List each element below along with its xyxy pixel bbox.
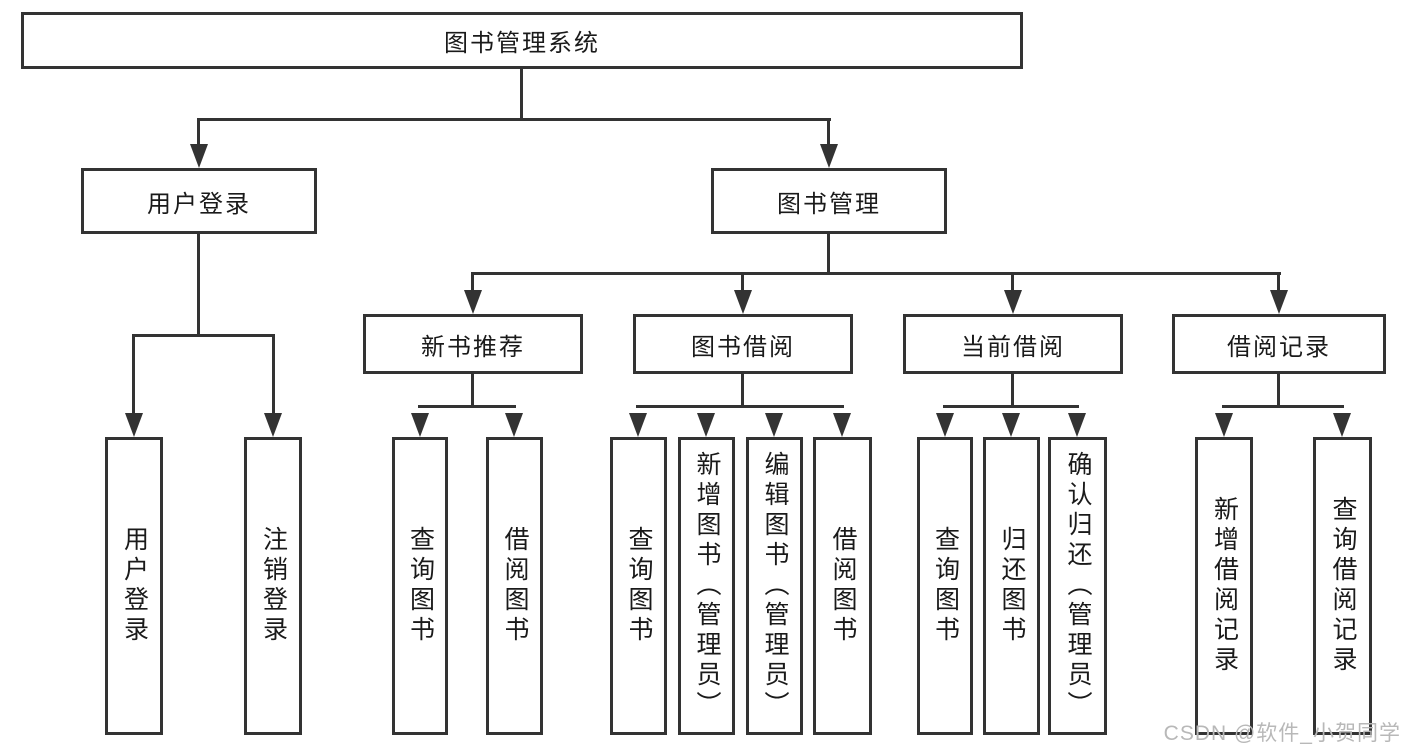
leaf-query-book-2: 查询图书 <box>610 437 667 735</box>
leaf-borrow-book-2: 借阅图书 <box>813 437 872 735</box>
leaf-query-borrow-record: 查询借阅记录 <box>1313 437 1372 735</box>
leaf-logout: 注销登录 <box>244 437 302 735</box>
node-root-label: 图书管理系统 <box>444 30 600 57</box>
node-new-book-recommend-label: 新书推荐 <box>421 333 525 361</box>
leaf-edit-book: 编辑图书（管理员） <box>746 437 803 735</box>
connector-line <box>741 272 744 296</box>
connector-line <box>741 374 744 408</box>
connector-line <box>197 118 200 150</box>
node-new-book-recommend: 新书推荐 <box>363 314 583 374</box>
connector-arrow <box>1270 290 1288 314</box>
leaf-user-login-label: 用户登录 <box>120 526 149 646</box>
node-book-management: 图书管理 <box>711 168 947 234</box>
connector-arrow <box>833 413 851 437</box>
connector-line <box>197 118 831 121</box>
connector-arrow <box>1004 290 1022 314</box>
connector-line <box>1277 272 1280 296</box>
connector-line <box>1011 374 1014 408</box>
leaf-query-book-2-label: 查询图书 <box>625 526 653 646</box>
node-borrow-record: 借阅记录 <box>1172 314 1386 374</box>
leaf-add-book: 新增图书（管理员） <box>678 437 735 735</box>
leaf-query-borrow-record-label: 查询借阅记录 <box>1329 496 1357 676</box>
connector-arrow <box>734 290 752 314</box>
connector-line <box>520 69 523 121</box>
connector-arrow <box>190 144 208 168</box>
connector-arrow <box>1068 413 1086 437</box>
connector-line <box>272 334 275 418</box>
node-current-borrow: 当前借阅 <box>903 314 1123 374</box>
connector-line <box>132 334 275 337</box>
leaf-query-book-1: 查询图书 <box>392 437 448 735</box>
connector-arrow <box>629 413 647 437</box>
connector-line <box>197 234 200 337</box>
node-current-borrow-label: 当前借阅 <box>961 333 1065 361</box>
connector-arrow <box>125 413 143 437</box>
leaf-add-book-label: 新增图书（管理员） <box>693 451 721 721</box>
leaf-add-borrow-record-label: 新增借阅记录 <box>1210 496 1239 676</box>
node-borrow-record-label: 借阅记录 <box>1227 333 1331 361</box>
connector-arrow <box>820 144 838 168</box>
connector-line <box>471 272 474 296</box>
connector-arrow <box>936 413 954 437</box>
connector-line <box>132 334 135 418</box>
leaf-confirm-return-label: 确认归还（管理员） <box>1064 451 1092 721</box>
connector-line <box>1277 374 1280 408</box>
leaf-edit-book-label: 编辑图书（管理员） <box>761 451 789 721</box>
node-root: 图书管理系统 <box>21 12 1023 69</box>
connector-arrow <box>1333 413 1351 437</box>
connector-line <box>827 118 830 150</box>
connector-line <box>471 374 474 408</box>
leaf-query-book-3-label: 查询图书 <box>931 526 960 646</box>
leaf-query-book-3: 查询图书 <box>917 437 973 735</box>
connector-arrow <box>1002 413 1020 437</box>
node-book-borrow-label: 图书借阅 <box>691 333 795 361</box>
leaf-borrow-book-1: 借阅图书 <box>486 437 543 735</box>
connector-arrow <box>264 413 282 437</box>
connector-arrow <box>697 413 715 437</box>
leaf-query-book-1-label: 查询图书 <box>406 526 435 646</box>
node-book-borrow: 图书借阅 <box>633 314 853 374</box>
connector-line <box>636 405 844 408</box>
connector-line <box>418 405 516 408</box>
connector-arrow <box>765 413 783 437</box>
connector-arrow <box>505 413 523 437</box>
leaf-borrow-book-1-label: 借阅图书 <box>501 526 529 646</box>
leaf-add-borrow-record: 新增借阅记录 <box>1195 437 1253 735</box>
node-book-management-label: 图书管理 <box>777 190 881 218</box>
connector-line <box>1222 405 1344 408</box>
leaf-borrow-book-2-label: 借阅图书 <box>829 526 857 646</box>
connector-line <box>1011 272 1014 296</box>
node-user-login: 用户登录 <box>81 168 317 234</box>
watermark: CSDN @软件_小贺同学 <box>1163 722 1401 745</box>
connector-line <box>471 272 1281 275</box>
connector-line <box>827 234 830 275</box>
connector-arrow <box>464 290 482 314</box>
leaf-return-book-label: 归还图书 <box>998 526 1026 646</box>
leaf-confirm-return: 确认归还（管理员） <box>1048 437 1107 735</box>
leaf-return-book: 归还图书 <box>983 437 1040 735</box>
leaf-logout-label: 注销登录 <box>259 526 288 646</box>
leaf-user-login: 用户登录 <box>105 437 163 735</box>
connector-arrow <box>1215 413 1233 437</box>
connector-line <box>943 405 1079 408</box>
node-user-login-label: 用户登录 <box>147 190 251 218</box>
connector-arrow <box>411 413 429 437</box>
